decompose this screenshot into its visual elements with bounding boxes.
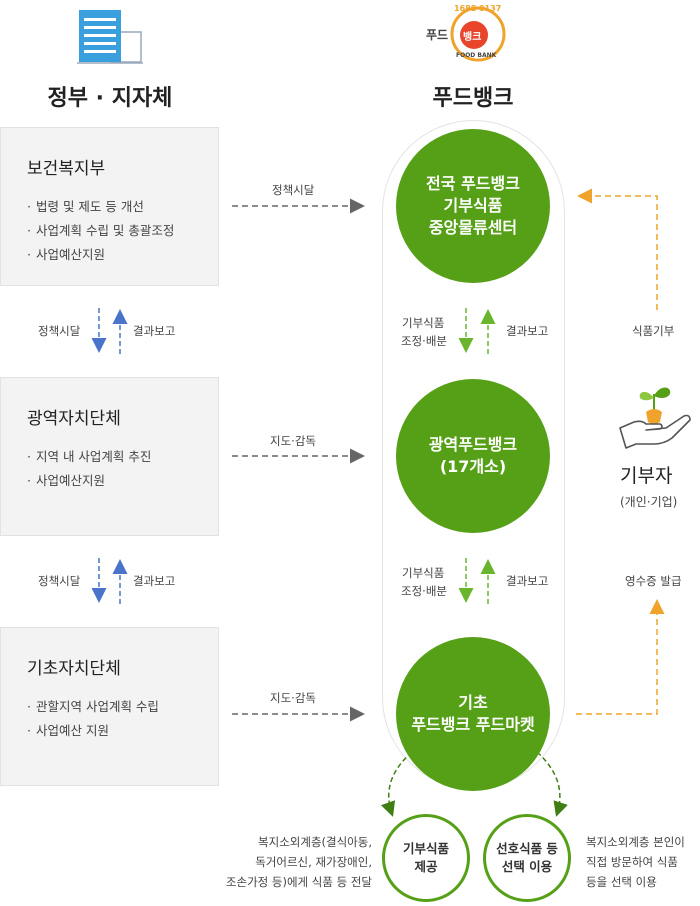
regional-foodbank-circle: 광역푸드뱅크 (17개소) [396,379,550,533]
desc-line: 등을 선택 이용 [586,875,657,889]
mid-donation-label: 기부식품 [402,316,445,330]
circle-line: 푸드뱅크 푸드마켓 [411,715,535,734]
donor-title: 기부자 [620,465,673,487]
circle-line: (17개소) [439,457,507,476]
gov-box-item: 법령 및 제도 등 개선 [27,195,218,219]
gov-box-ministry: 보건복지부 법령 및 제도 등 개선 사업계획 수립 및 총괄조정 사업예산지원 [0,127,219,286]
gov-box-title: 기초자치단체 [27,659,121,679]
desc-line: 독거어르신, 재가장애인, [255,855,372,869]
guidance-label: 지도·감독 [270,434,316,448]
mid-distribution-label: 조정·배분 [401,334,447,348]
local-foodbank-circle: 기초 푸드뱅크 푸드마켓 [396,637,550,791]
mid-report-label: 결과보고 [506,324,549,338]
desc-line: 조손가정 등)에게 식품 등 전달 [225,875,372,889]
guidance-label: 지도·감독 [270,691,316,705]
central-foodbank-circle: 전국 푸드뱅크 기부식품 중앙물류센터 [396,129,550,283]
gov-box-item: 사업예산지원 [27,469,218,493]
desc-line: 복지소외계층 본인이 [586,835,685,849]
gov-box-title: 보건복지부 [27,159,106,179]
left-policy-label: 정책시달 [38,324,81,338]
gov-box-item: 사업예산지원 [27,243,218,267]
left-column-title: 정부 · 지자체 [47,86,173,111]
left-policy-label: 정책시달 [38,574,81,588]
small-circle-line: 선택 이용 [501,859,553,874]
food-provision-description: 복지소외계층(결식아동, 독거어르신, 재가장애인, 조손가정 등)에게 식품 … [224,832,372,892]
logo-badge: 뱅크 [463,32,482,43]
preferred-food-description: 복지소외계층 본인이 직접 방문하여 식품 등을 선택 이용 [586,832,698,892]
left-report-label: 결과보고 [133,574,176,588]
gov-box-local: 기초자치단체 관할지역 사업계획 수립 사업예산 지원 [0,627,219,786]
desc-line: 직접 방문하여 식품 [586,855,678,869]
small-circle-line: 선호식품 등 [496,841,558,856]
left-report-label: 결과보고 [133,324,176,338]
circle-line: 전국 푸드뱅크 [426,174,520,193]
circle-line: 중앙물류센터 [428,218,518,237]
circle-line: 기부식품 [443,196,503,215]
donor-subtitle: (개인·기업) [620,495,678,509]
logo-prefix: 푸드 [426,28,449,42]
gov-box-item: 사업예산 지원 [27,719,218,743]
mid-donation-label: 기부식품 [402,566,445,580]
mid-report-label: 결과보고 [506,574,549,588]
policy-label: 정책시달 [272,183,315,197]
circle-line: 기초 [458,693,488,712]
center-column-title: 푸드뱅크 [432,86,514,111]
gov-box-item: 관할지역 사업계획 수립 [27,695,218,719]
logo-top-text: 1688 0137 [454,4,502,13]
preferred-food-circle: 선호식품 등 선택 이용 [483,814,571,902]
mid-distribution-label: 조정·배분 [401,584,447,598]
small-circle-line: 제공 [414,859,438,874]
food-provision-circle: 기부식품 제공 [382,814,470,902]
desc-line: 복지소외계층(결식아동, [258,835,372,849]
gov-box-item: 지역 내 사업계획 추진 [27,445,218,469]
logo-sub: FOOD BANK [456,52,497,59]
gov-box-metropolitan: 광역자치단체 지역 내 사업계획 추진 사업예산지원 [0,377,219,536]
foodbank-logo-icon: 1688 0137 푸드 뱅크 FOOD BANK [426,4,514,64]
receipt-label: 영수증 발급 [625,574,682,588]
food-donation-label: 식품기부 [632,324,675,338]
hand-plant-icon [616,382,694,452]
circle-line: 광역푸드뱅크 [428,435,518,454]
small-circle-line: 기부식품 [402,841,449,856]
building-icon [77,8,143,64]
gov-box-title: 광역자치단체 [27,409,121,429]
gov-box-item: 사업계획 수립 및 총괄조정 [27,219,218,243]
